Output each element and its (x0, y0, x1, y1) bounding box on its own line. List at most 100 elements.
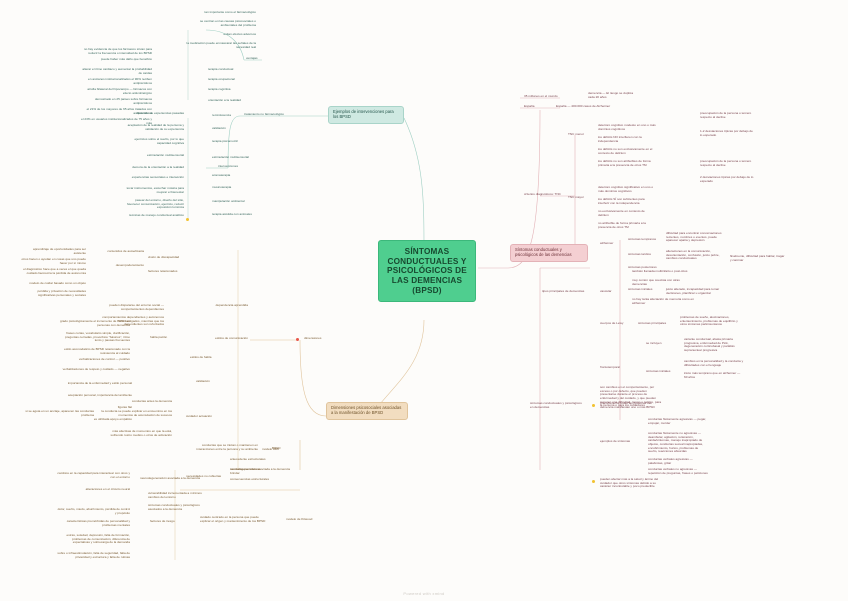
orange-item-13[interactable]: estrés, soledad, depresión, falta de for… (66, 533, 130, 545)
teal-type-8[interactable]: terapia ocupacional (208, 77, 235, 81)
orange-item-11[interactable]: dolor, sueño, miedo, aburrimiento, pérdi… (57, 507, 130, 515)
pink-tnc-major-3[interactable]: no atribuible de forma primaria a la pre… (598, 221, 646, 229)
pink-example-3[interactable]: conductas verbales no agresivas — repeti… (648, 467, 708, 475)
teal-detail-6[interactable]: tocar instrumentos, escuchar música para… (126, 186, 184, 194)
teal-left-5[interactable]: demostrado en 25 países sobre fármacos a… (94, 97, 152, 105)
orange-item-20[interactable]: BPSD (272, 446, 281, 450)
teal-adv-1[interactable]: se centran en las causas psicosociales o… (199, 19, 256, 27)
orange-item-1[interactable]: otros hacen o ayudan en cosas que uno pu… (21, 257, 86, 265)
branch-dimensions[interactable]: Dimensiones psicosociales asociadas a la… (326, 402, 408, 420)
pink-tnc-major-1[interactable]: los déficits SÍ son suficientes para int… (598, 197, 645, 205)
orange-item-17[interactable]: antecedente estructurales (230, 457, 266, 461)
orange-item-16[interactable]: conductas que se inician o mantienen en … (196, 443, 258, 451)
orange-sub-3[interactable]: modelo de Kitwood (286, 517, 313, 521)
pink-alz-sub-1[interactable]: síntomas tardíos (628, 252, 651, 256)
pink-example-1[interactable]: conductas fisicamente no agresivas — dea… (648, 431, 704, 454)
teal-detail-1[interactable]: aceptación de la realidad de la persona … (127, 123, 184, 131)
orange-item-9[interactable]: vulnerabilidad incrementada a mínimos ca… (148, 491, 202, 499)
teal-treatment-label[interactable]: tratamiento no farmacológico (244, 112, 284, 116)
pink-behaviour-note[interactable]: son cambios en el comportamiento, por ex… (600, 385, 662, 408)
orange-item-12[interactable]: características premórbidas de personali… (66, 519, 130, 527)
pink-tnc-major-4[interactable]: preocupación de la persona o tercero res… (700, 159, 752, 167)
pink-type-alzheimer[interactable]: alzheimer (600, 241, 614, 245)
teal-type-2[interactable]: terapia psicomotriz (212, 139, 238, 143)
orange-sub-4[interactable]: factores de riesgo (150, 519, 175, 523)
teal-type-3[interactable]: estimulación multisensorial (212, 155, 249, 159)
teal-detail-0[interactable]: discusión de experiencias pasadas (136, 111, 184, 115)
pink-alz-note-0[interactable]: dificultad para encontrar conversaciones… (666, 231, 722, 243)
teal-interventions-label[interactable]: intervenciones (218, 164, 238, 168)
pink-ftd-sub-1[interactable]: síntomas iniciales (646, 369, 671, 373)
pink-example-0[interactable]: conductas fisicamente agresivas — pegar,… (648, 417, 707, 425)
pink-tnc-major-0[interactable]: deterioro cognitivo significativo en uno… (598, 185, 654, 193)
orange-item-6[interactable]: comportamientos dependientes y autónomos… (102, 315, 164, 327)
orange-sub-0[interactable]: dependencia aprendida (215, 303, 248, 307)
orange-item-4[interactable]: pérdida y privación de necesidades signi… (37, 289, 87, 297)
pink-tnc-major-label[interactable]: TNC mayor (568, 195, 584, 199)
pink-psych-label[interactable]: síntomas conductuales y psicológicos en … (530, 401, 582, 409)
orange-item-21[interactable]: cuidado centrado en la persona que puede… (200, 515, 266, 523)
pink-ftd-note-2[interactable]: inicio más temprano que en alzheimer — 6… (684, 371, 741, 379)
pink-alz-note-1[interactable]: alteraciones en la comunicación, desorie… (666, 249, 720, 261)
pink-type-vascular[interactable]: vascular (600, 289, 612, 293)
teal-left-1[interactable]: puede haber más daño que beneficio (100, 57, 152, 61)
pink-tnc-minor-4[interactable]: preocupación de la persona o tercero res… (700, 111, 752, 119)
central-topic[interactable]: SÍNTOMAS CONDUCTUALES Y PSICOLÓGICOS DE … (378, 240, 476, 303)
orange-item-8[interactable]: alteraciones en el circuito neural (85, 487, 130, 491)
pink-vasc-note-3[interactable]: no hay tanta afectación de memoria como … (632, 297, 694, 305)
teal-type-11[interactable]: terapia asistida con animales (212, 212, 252, 216)
pink-risk-note[interactable]: pueden afectar más a la salud y ánimo de… (600, 477, 659, 489)
pink-epi-1[interactable]: demencia — El riesgo se duplica cada 20 … (588, 91, 634, 99)
pink-vasc-note-0[interactable]: también llamada multiinfarto o post-ictu… (632, 269, 688, 273)
orange-item-5[interactable]: pueden dispararse del entorno social — c… (109, 303, 164, 311)
teal-left-4[interactable]: atrofia bilateral del hipocampo — fármac… (87, 87, 152, 95)
branch-definition[interactable]: Síntomas conductuales y psicológicos de … (510, 244, 588, 262)
pink-epi-2[interactable]: España — 400.000 casos de Alzheimer (556, 104, 611, 108)
pink-tnc-minor-label[interactable]: TNC menor (568, 132, 584, 136)
pink-tnc-major-5[interactable]: 2 desviaciones típicas por debajo de lo … (700, 175, 754, 183)
orange-sub-6[interactable]: neurodegeneración asociada a la demencia (230, 467, 291, 471)
pink-tnc-minor-5[interactable]: 1-2 desviaciones típicas por debajo de l… (700, 129, 753, 137)
pink-lewy-note-0[interactable]: problemas de sueño, alucinaciones, enlen… (680, 315, 738, 327)
pink-type-lewy[interactable]: cuerpos de Lewy (600, 321, 624, 325)
branch-interventions[interactable]: Ejemplos de intervenciones para los BPSD (328, 106, 404, 124)
orange-item-14[interactable]: sobre o infraestimulación, falta de segu… (57, 551, 130, 559)
teal-type-9[interactable]: terapia cognitiva (208, 87, 231, 91)
pink-alz-sub-0[interactable]: síntomas tempranos (628, 237, 657, 241)
teal-advantages-label[interactable]: ventajas (246, 56, 258, 60)
teal-adv-3[interactable]: la medicación puede enmascarar las señal… (186, 41, 256, 49)
orange-item-15[interactable]: cambios en la capacidad para interactuar… (57, 471, 130, 479)
orange-item-2[interactable]: el diagnóstico hace que a veces el que q… (23, 267, 86, 275)
pink-example-2[interactable]: conductas verbales agresivas — palabrota… (648, 457, 693, 465)
pink-epi-0[interactable]: 35 millones en el mundo (524, 94, 558, 98)
pink-type-ftd[interactable]: frontotemporal (600, 365, 620, 369)
orange-dimensions-label[interactable]: dimensiones (304, 336, 322, 340)
teal-detail-7[interactable]: pasear del entorno, diseño del sitio, fa… (127, 198, 184, 210)
teal-detail-8[interactable]: técnicas de manejo conductual analítico (129, 213, 184, 217)
pink-tnc-minor-0[interactable]: deterioro cognitivo modesto en uno o más… (598, 123, 656, 131)
pink-examples-label[interactable]: ejemplos de síntomas (600, 439, 631, 443)
pink-ftd-note-0[interactable]: variante conductual, afasia primaria pro… (684, 337, 735, 352)
pink-tnc-minor-1[interactable]: los déficits NO interfieren con la indep… (598, 135, 642, 143)
teal-left-7[interactable]: el 23% en usuarios institucionalizados d… (81, 117, 152, 125)
pink-ftd-sub-0[interactable]: se incluyen (646, 341, 662, 345)
teal-type-1[interactable]: validación (212, 126, 226, 130)
teal-detail-3[interactable]: estimulación multisensorial (147, 153, 184, 157)
teal-detail-4[interactable]: demora de la orientación a la realidad (132, 165, 184, 169)
pink-types-label[interactable]: tipos principales de demencias (542, 289, 585, 293)
teal-type-4[interactable]: aromaterapia (212, 173, 231, 177)
teal-type-5[interactable]: musicoterapia (212, 185, 232, 189)
teal-left-0[interactable]: no hay evidencia de que los fármacos sir… (83, 47, 152, 55)
orange-item-19[interactable]: consecuencias estructurales (230, 477, 270, 481)
teal-left-3[interactable]: en ancianos institucionalizados el 90% r… (88, 77, 152, 85)
teal-adv-0[interactable]: tan importante como el farmacológico (204, 10, 256, 14)
pink-lewy-sub-0[interactable]: síntomas principales (638, 321, 667, 325)
teal-adv-2[interactable]: evitan efectos adversos (223, 32, 256, 36)
orange-item-10[interactable]: síntomas conductuales y psicológicos aso… (148, 503, 200, 511)
pink-tnc-major-2[interactable]: no exclusivamente en contexto de deliriu… (598, 209, 645, 217)
pink-criteria-label[interactable]: criterios diagnósticos: TNC (524, 192, 561, 196)
orange-item-18[interactable]: conducta que interesa brindar (230, 467, 261, 475)
pink-alz-note-2[interactable]: finalmente, dificultad para hablar, trag… (730, 254, 785, 262)
teal-type-6[interactable]: manipulación ambiental (212, 199, 245, 203)
